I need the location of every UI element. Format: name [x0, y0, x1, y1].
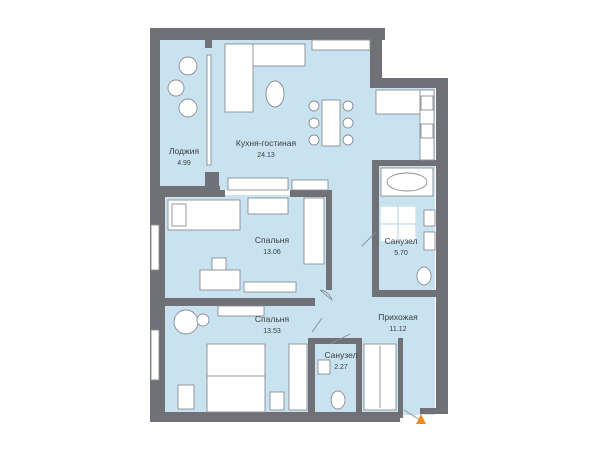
wall-bath1-left	[372, 160, 379, 295]
armchair-icon	[178, 98, 198, 118]
wall-closet-right	[398, 338, 403, 418]
wall-right	[436, 78, 448, 410]
bedroom1-furniture	[167, 197, 325, 293]
wall-bed1-bed2	[165, 298, 315, 306]
wall-left-bed	[150, 190, 165, 420]
door-bed2	[311, 317, 323, 333]
kitchen-area: 24.13	[257, 152, 275, 159]
dining-table-icon	[308, 99, 354, 147]
wardrobe-icon	[288, 343, 308, 411]
wall-bottom-right	[420, 408, 448, 414]
entrance-arrow-icon	[416, 414, 426, 424]
kitchen-name: Кухня-гостиная	[236, 138, 297, 148]
sideboard-icon	[227, 177, 289, 191]
wardrobe-icon	[303, 197, 325, 265]
shelf-icon	[291, 179, 329, 191]
kitchen-furniture	[224, 39, 435, 191]
loggia-name: Лоджия	[169, 146, 200, 156]
bedroom2-name: Спальня	[255, 314, 290, 324]
bedroom1-name: Спальня	[255, 235, 290, 245]
wall-loggia-stub	[205, 172, 219, 192]
wall-bed1-right	[326, 190, 332, 290]
window-loggia	[206, 54, 212, 166]
wall-bed2-right	[308, 340, 315, 418]
wall-bottom	[150, 412, 400, 422]
door-bed1	[319, 289, 333, 302]
bath1-area: 5.70	[394, 250, 408, 257]
side-table-icon	[196, 313, 210, 327]
bath2-name: Санузел	[324, 350, 357, 360]
bath2-furniture	[317, 343, 397, 411]
door-bath1	[361, 231, 377, 247]
wall-bath2-top	[308, 338, 360, 344]
sink-icon	[317, 359, 331, 375]
washing-machine-icon	[423, 231, 436, 251]
sofa-icon-side	[224, 43, 254, 113]
wall-kitchen-bed1-b	[290, 190, 330, 197]
toilet-icon	[416, 266, 432, 286]
hall-area: 11.12	[390, 326, 407, 333]
bath1-name: Санузел	[384, 236, 417, 246]
wall-top-right-horiz	[370, 78, 448, 88]
bath1-tiles	[379, 205, 417, 243]
wall-bath2-right	[356, 338, 362, 418]
blanket-icon	[206, 375, 266, 413]
tv-stand-icon	[311, 39, 371, 51]
room-labels: Лоджия 4.99 Кухня-гостиная 24.13 Спальня…	[169, 138, 418, 371]
chair-icon	[211, 257, 227, 271]
door-entrance	[403, 409, 421, 421]
loggia-area: 4.99	[177, 160, 191, 167]
wall-loggia-inner	[205, 40, 212, 48]
hall-name: Прихожая	[378, 312, 418, 322]
wall-top	[150, 28, 385, 40]
bedroom2-furniture	[173, 305, 308, 413]
desk-icon	[217, 305, 265, 317]
window-bed2	[150, 329, 160, 381]
pillow-icon	[171, 203, 187, 227]
bedroom1-area: 13.06	[263, 249, 281, 256]
bath1-furniture	[379, 167, 436, 286]
door-bath2	[329, 333, 351, 345]
wall-kitchen-bed1	[165, 190, 225, 197]
wall-bath1-top	[372, 160, 436, 166]
armchair-icon	[178, 56, 198, 76]
side-table-icon	[167, 79, 185, 97]
desk-icon	[199, 269, 241, 291]
wall-left-loggia	[150, 28, 160, 193]
wall-bath1-bottom	[372, 290, 436, 297]
sink-icon	[420, 95, 434, 111]
loggia-furniture	[167, 56, 198, 118]
bath2-area: 2.27	[334, 364, 348, 371]
doors	[311, 231, 421, 421]
windows	[150, 54, 212, 381]
nightstand-icon	[177, 384, 195, 410]
bench-icon	[243, 281, 297, 293]
wall-top-right-vert	[370, 28, 382, 88]
bedroom2-area: 13.53	[263, 328, 281, 335]
bathtub-basin	[386, 172, 428, 192]
desk-icon	[247, 197, 289, 215]
nightstand-icon	[269, 391, 285, 411]
coffee-table-icon	[265, 80, 285, 108]
stove-icon	[420, 123, 434, 139]
toilet-icon	[330, 390, 346, 410]
window-bed1	[150, 224, 160, 271]
armchair-icon	[173, 309, 199, 335]
sink-icon	[423, 209, 436, 227]
